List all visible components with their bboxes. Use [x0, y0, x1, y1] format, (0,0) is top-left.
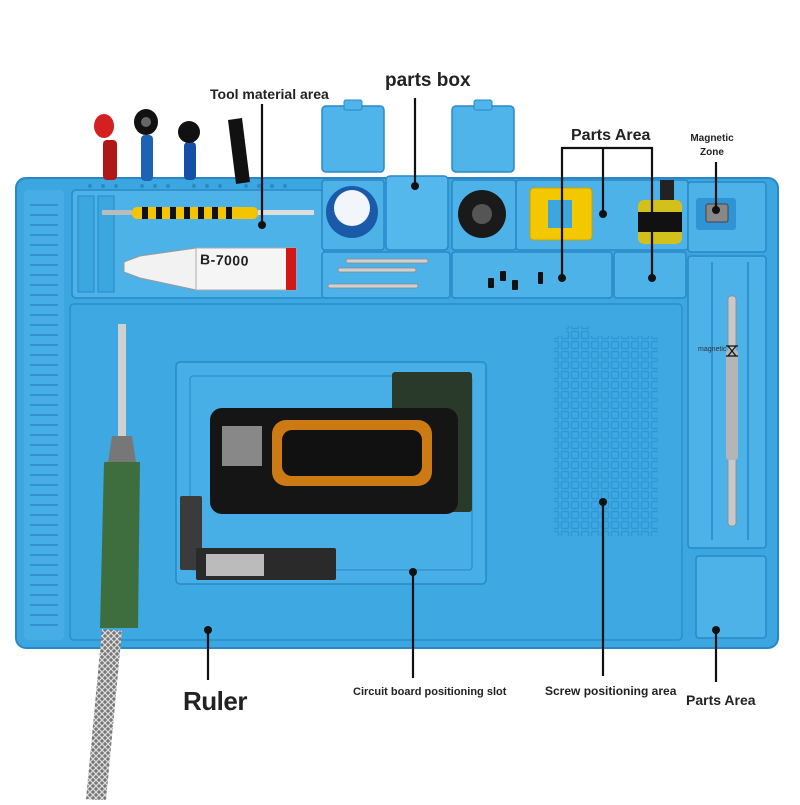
blue-cup: [326, 186, 378, 238]
screw-grid: [554, 336, 658, 536]
label-magnetic-small: magnetic: [698, 346, 727, 353]
black-ring: [458, 190, 506, 238]
tool-knife: [102, 207, 314, 219]
glue-tube: [123, 247, 297, 291]
label-parts-area-bottom: Parts Area: [686, 692, 756, 708]
screwdriver-bits: [327, 258, 429, 289]
label-parts-box: parts box: [385, 70, 471, 91]
spudger: [726, 295, 738, 527]
glue-tube-label: B-7000: [199, 251, 250, 269]
tool-holes: [88, 184, 287, 188]
label-ruler: Ruler: [183, 686, 247, 716]
label-circuit-board-slot: Circuit board positioning slot: [353, 686, 507, 698]
label-screw-area: Screw positioning area: [545, 684, 677, 698]
label-tool-material-area: Tool material area: [210, 86, 329, 102]
ruler-ticks: [30, 204, 58, 626]
label-parts-area-top: Parts Area: [571, 127, 651, 144]
parts-box-lids: [321, 99, 515, 251]
screwdrivers: [94, 109, 250, 184]
label-magnetic-zone: Magnetic Zone: [690, 133, 734, 158]
callout-dots: [204, 182, 720, 634]
phone-board: [180, 372, 472, 580]
callout-lines: [206, 98, 738, 682]
screws: [488, 271, 543, 290]
flux-bottle: [638, 180, 682, 244]
parts-area-bottom-tray: [695, 555, 767, 639]
soldering-iron: [86, 324, 140, 801]
